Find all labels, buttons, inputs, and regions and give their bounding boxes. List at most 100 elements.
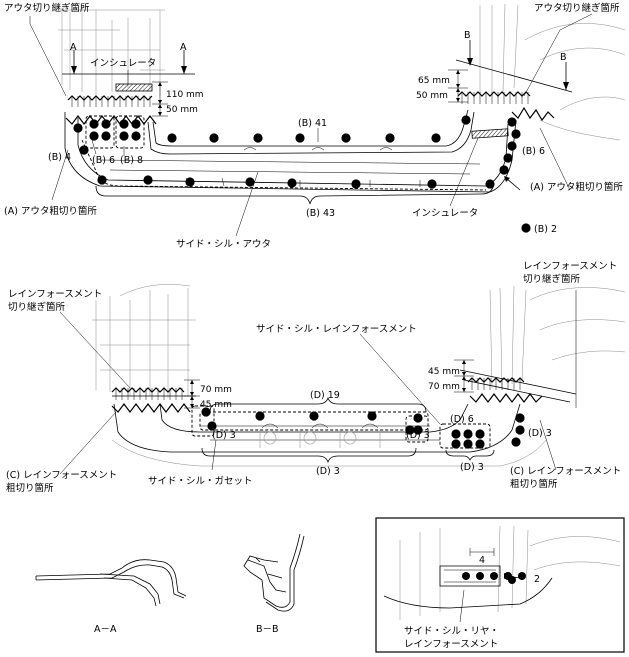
b6-right-label: (B) 6 [522, 146, 545, 157]
weld-point [511, 437, 521, 447]
weld-point [89, 119, 99, 129]
weld-point [413, 425, 423, 435]
outer-cut-joint-label: アウタ切り継ぎ箇所 [4, 2, 90, 14]
weld-point [201, 407, 211, 417]
section-b-marker-right: B [560, 52, 567, 63]
weld-point [131, 131, 141, 141]
weld-point [97, 175, 107, 185]
reinforcement-weld-points [201, 407, 525, 449]
d3-mid-label: (D) 3 [406, 430, 430, 441]
weld-point [427, 179, 437, 189]
weld-point [503, 153, 513, 163]
reinf-rough-cut-right-line2: 粗切り箇所 [510, 478, 558, 490]
weld-point [119, 131, 129, 141]
dim-70-right-label: 70 mm [428, 382, 460, 392]
weld-point [451, 439, 461, 449]
weld-point [490, 572, 498, 580]
section-aa-label: A－A [94, 624, 117, 635]
weld-point [462, 572, 470, 580]
reinf-rough-cut-left-line2: 粗切り箇所 [6, 482, 54, 494]
d19-label: (D) 19 [310, 390, 340, 401]
weld-point [367, 411, 377, 421]
dim-45-left-label: 45 mm [200, 400, 232, 410]
weld-point [385, 133, 395, 143]
dim-70-left-label: 70 mm [200, 385, 232, 395]
weld-point [463, 429, 473, 439]
outer-panel-drawing [29, 3, 626, 237]
insulator-bottom-shape [471, 128, 509, 139]
weld-point [507, 117, 517, 127]
weld-point [521, 223, 531, 233]
outer-rough-cut-right-label: (A) アウタ粗切り箇所 [530, 181, 623, 193]
weld-point [511, 129, 521, 139]
weld-point [451, 429, 461, 439]
outer-cut-joint-right-label: アウタ切り継ぎ箇所 [534, 2, 620, 14]
insulator-bottom-label: インシュレータ [412, 208, 478, 219]
weld-point [508, 576, 516, 584]
weld-point [515, 425, 525, 435]
weld-point [79, 145, 89, 155]
dim-50-left-label: 50 mm [166, 105, 198, 115]
insulator-top-label: インシュレータ [90, 58, 156, 69]
weld-point [476, 572, 484, 580]
dim-110-label: 110 mm [166, 90, 204, 100]
weld-point [499, 165, 509, 175]
d6-label: (D) 6 [450, 414, 474, 425]
weld-point [413, 413, 423, 423]
inset-count-4: 4 [479, 555, 485, 566]
outer-weld-points [73, 115, 531, 233]
weld-point [119, 119, 129, 129]
weld-point [485, 179, 495, 189]
d3-lower-right-label: (D) 3 [460, 462, 484, 473]
weld-point [475, 429, 485, 439]
inset-count-2: 2 [534, 574, 540, 585]
weld-point [475, 439, 485, 449]
inset-weld-points [462, 572, 526, 584]
b41-label: (B) 41 [298, 118, 327, 129]
inset-label-line2: レインフォースメント [404, 639, 498, 650]
section-b-b-drawing [243, 533, 305, 612]
section-a-marker-right: A [180, 42, 187, 53]
weld-point [463, 439, 473, 449]
inset-panel [375, 517, 625, 653]
side-sill-gusset-label: サイド・シル・ガセット [148, 476, 253, 487]
side-sill-reinforcement-label: サイド・シル・レインフォースメント [256, 324, 417, 335]
insulator-top-shape [115, 83, 153, 92]
reinf-cut-joint-left-line1: レインフォースメント [8, 289, 102, 300]
weld-point [245, 177, 255, 187]
b4-label: (B) 4 [48, 152, 71, 163]
weld-point [405, 425, 415, 435]
weld-point [287, 178, 297, 188]
weld-point [351, 179, 361, 189]
weld-point [73, 123, 83, 133]
reinforcement-drawing [59, 284, 626, 475]
weld-point [255, 411, 265, 421]
weld-point [89, 131, 99, 141]
reinf-rough-cut-right-line1: (C) レインフォースメント [510, 466, 621, 477]
weld-point [101, 119, 111, 129]
b6-left-label: (B) 6 [92, 155, 115, 166]
side-sill-outer-label: サイド・シル・アウタ [176, 239, 271, 250]
d3-left-label: (D) 3 [212, 430, 236, 441]
weld-point [143, 175, 153, 185]
b8-label: (B) 8 [120, 155, 143, 166]
weld-point [167, 133, 177, 143]
weld-point [431, 133, 441, 143]
dim-45-right-label: 45 mm [428, 367, 460, 377]
b2-label: (B) 2 [534, 224, 557, 235]
reinf-cut-joint-right-line1: レインフォースメント [523, 261, 617, 272]
weld-point [295, 133, 305, 143]
weld-point [101, 131, 111, 141]
weld-point [309, 411, 319, 421]
section-b-marker-left: B [464, 30, 471, 41]
weld-point [461, 115, 471, 125]
inset-label-line1: サイド・シル・リヤ・ [404, 626, 499, 637]
d3-right-label: (D) 3 [528, 428, 552, 439]
weld-point [253, 133, 263, 143]
dim-50-right-label: 50 mm [416, 91, 448, 101]
d3-bottom-label: (D) 3 [316, 466, 340, 477]
weld-point [507, 141, 517, 151]
b43-label: (B) 43 [306, 208, 335, 219]
weld-point [518, 572, 526, 580]
